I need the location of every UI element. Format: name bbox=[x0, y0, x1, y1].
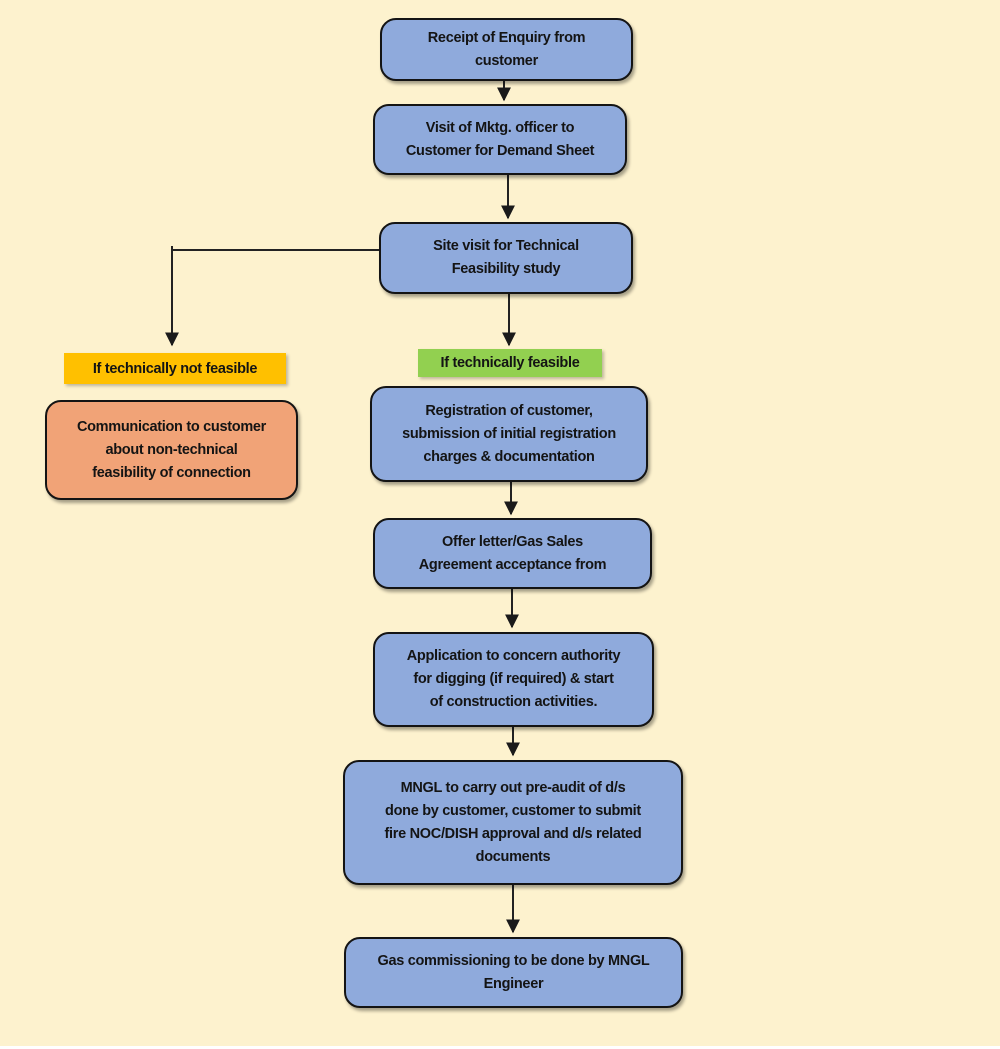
node-offer-letter-gsa: Offer letter/Gas Sales Agreement accepta… bbox=[373, 518, 652, 589]
node-visit-mktg-officer-label: Visit of Mktg. officer to Customer for D… bbox=[405, 119, 595, 159]
node-application-digging-authority: Application to concern authority for dig… bbox=[373, 632, 654, 727]
page-bottom-strip bbox=[0, 1046, 1000, 1049]
label-technically-not-feasible: If technically not feasible bbox=[64, 353, 286, 384]
node-mngl-pre-audit-label: MNGL to carry out pre-audit of d/s done … bbox=[384, 779, 642, 865]
node-site-visit-feasibility-label: Site visit for Technical Feasibility stu… bbox=[433, 238, 579, 277]
node-communication-to-customer-label: Communication to customer about non-tech… bbox=[76, 418, 267, 481]
node-gas-commissioning: Gas commissioning to be done by MNGL Eng… bbox=[344, 937, 683, 1008]
label-technically-not-feasible-text: If technically not feasible bbox=[92, 360, 258, 377]
label-technically-feasible: If technically feasible bbox=[418, 349, 602, 377]
connector-branch-not-feasible bbox=[165, 249, 379, 347]
node-offer-letter-gsa-label: Offer letter/Gas Sales Agreement accepta… bbox=[418, 533, 607, 573]
node-receipt-of-enquiry: Receipt of Enquiry from customer bbox=[380, 18, 633, 81]
node-mngl-pre-audit: MNGL to carry out pre-audit of d/s done … bbox=[343, 760, 683, 885]
node-receipt-of-enquiry-label: Receipt of Enquiry from customer bbox=[427, 29, 586, 69]
node-site-visit-feasibility: Site visit for Technical Feasibility stu… bbox=[379, 222, 633, 294]
node-visit-mktg-officer: Visit of Mktg. officer to Customer for D… bbox=[373, 104, 627, 175]
node-application-digging-authority-label: Application to concern authority for dig… bbox=[406, 648, 621, 710]
node-registration-of-customer: Registration of customer, submission of … bbox=[370, 386, 648, 482]
node-gas-commissioning-label: Gas commissioning to be done by MNGL Eng… bbox=[377, 952, 650, 992]
node-communication-to-customer: Communication to customer about non-tech… bbox=[45, 400, 298, 500]
node-registration-of-customer-label: Registration of customer, submission of … bbox=[402, 402, 616, 465]
label-technically-feasible-text: If technically feasible bbox=[440, 355, 580, 371]
